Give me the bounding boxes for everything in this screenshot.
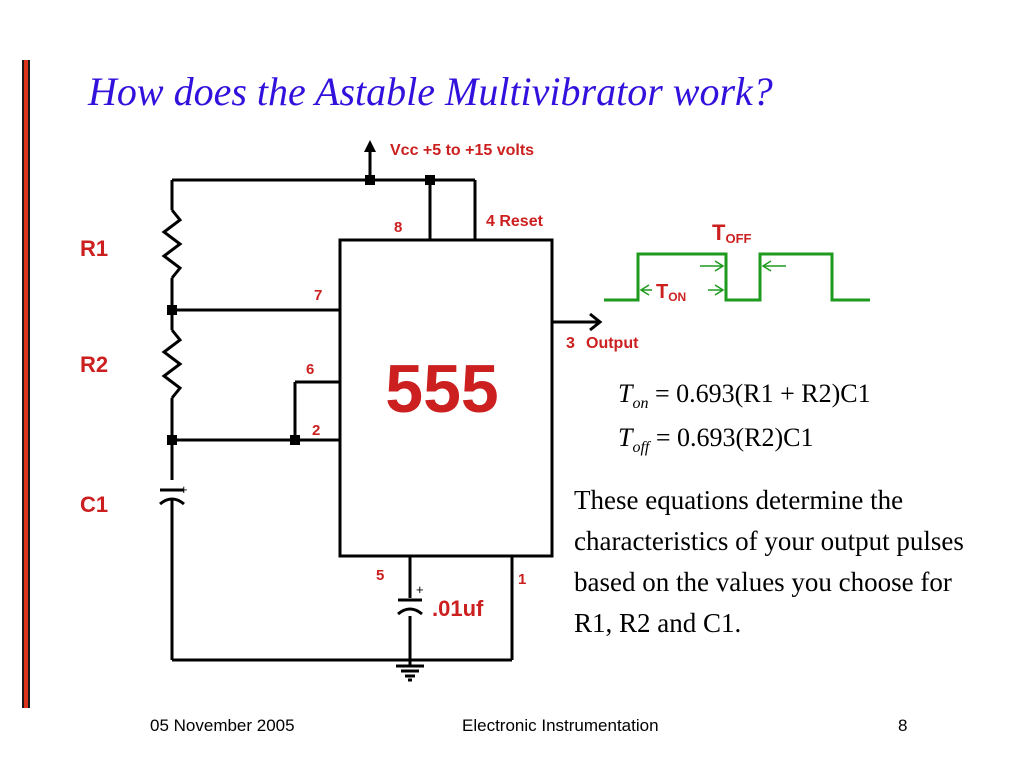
output-label: Output [586,335,639,352]
c1-label: C1 [80,492,108,517]
pin-3-label: 3 [566,335,575,352]
t-off-label: TOFF [712,220,752,246]
circuit-wires [161,148,600,682]
capacitor-c1-icon [159,488,185,506]
pin-8-label: 8 [394,219,402,236]
equation-t-off: Toff = 0.693(R2)C1 [618,423,814,456]
junction-dots [167,175,435,445]
timing-equations: Ton = 0.693(R1 + R2)C1 Toff = 0.693(R2)C… [618,372,871,460]
pin-1-label: 1 [518,571,526,588]
pin-5-label: 5 [376,567,384,584]
t-off-left-arrow-icon [714,260,725,272]
footer-date: 05 November 2005 [150,716,295,735]
pin-2-label: 2 [312,422,320,439]
explanation-text: These equations determine the characteri… [574,485,964,638]
capacitor-01uf-icon [397,598,423,616]
slide-title: How does the Astable Multivibrator work? [88,69,773,114]
equation-t-on: Ton = 0.693(R1 + R2)C1 [618,379,871,412]
t-on-label: TON [656,281,686,304]
chip-label: 555 [385,351,498,427]
pin-6-label: 6 [306,361,314,378]
t-on-right-arrow-icon [714,284,725,296]
cap-plus-sign: + [416,582,424,597]
r1-label: R1 [80,236,108,261]
vcc-arrow-icon [364,140,376,152]
ic-555-body [338,238,554,558]
supply-label: Vcc +5 to +15 volts [390,142,534,159]
output-arrow-icon [589,312,603,332]
output-waveform [604,252,870,302]
footer-page-number: 8 [898,716,908,735]
pin-7-label: 7 [314,287,322,304]
accent-bar-red [24,60,28,708]
cap-value-label: .01uf [432,596,484,621]
pin-4-label: 4 Reset [486,213,544,230]
t-off-right-arrow-icon [761,260,772,272]
t-on-label-bg [652,280,708,302]
t-on-left-arrow-icon [639,284,650,296]
c1-plus-sign: + [180,482,188,497]
r2-label: R2 [80,352,108,377]
footer-course: Electronic Instrumentation [462,716,659,735]
